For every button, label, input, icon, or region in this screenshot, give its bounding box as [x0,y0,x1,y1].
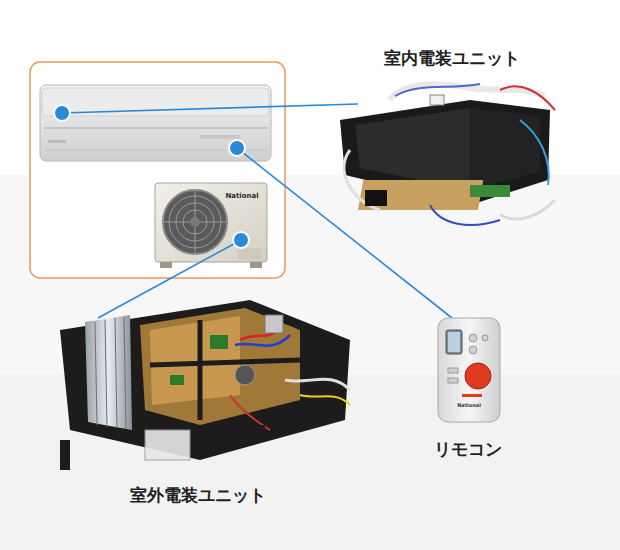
marker-dot [54,105,249,248]
indoor-unit [40,85,271,161]
outdoor-electrical-unit [60,300,350,470]
outdoor-unit [155,183,267,268]
part-name: リモコン [434,440,502,459]
part-name: 室外電装ユニット [130,486,266,505]
part-name: 室内電装ユニット [384,49,520,68]
remote-control [438,318,500,422]
unit-frame [30,62,285,278]
brand-mark: National [225,193,258,201]
brand-mark: National [457,403,481,409]
indoor-electrical-unit [340,84,555,225]
